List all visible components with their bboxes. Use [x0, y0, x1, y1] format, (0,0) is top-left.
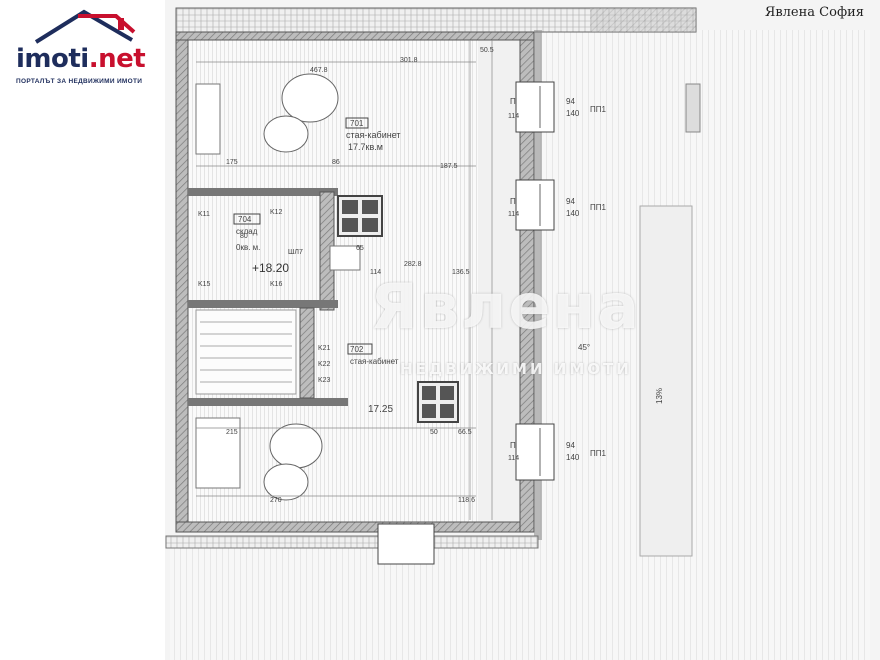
door-label-pp1-b: ПП1: [590, 203, 607, 212]
dim-136-5: 136.5: [452, 269, 470, 276]
dim-118-6: 118.6: [458, 497, 475, 504]
element-k11: K11: [198, 211, 210, 218]
door-label-pp1-a: ПП1: [590, 105, 607, 114]
table-top-2: [263, 115, 309, 153]
sofa-top: [195, 83, 221, 155]
slope-13: 13%: [655, 388, 664, 404]
element-shl7: ШЛ7: [288, 249, 303, 256]
dim-301-8: 301.8: [400, 57, 418, 64]
door-label-140-b: 140: [566, 209, 580, 218]
room-704-area: 0кв. м.: [236, 243, 260, 252]
table-top-1: [281, 73, 339, 123]
room-floor-main: [188, 38, 518, 526]
dim-215: 215: [226, 429, 238, 436]
balcony-door: [377, 523, 435, 565]
door-label-140-c: 140: [566, 453, 580, 462]
window-2: [515, 179, 555, 231]
window-code-2: П: [510, 197, 516, 206]
wall-interior-3: [188, 300, 338, 308]
dim-467-8: 467.8: [310, 67, 328, 74]
corridor-floor: [478, 38, 520, 526]
sofa-bottom: [195, 417, 241, 489]
dim-66-5: 66.5: [458, 429, 472, 436]
element-k15: K15: [198, 281, 211, 288]
door-label-pp1-c: ПП1: [590, 449, 607, 458]
dim-65: 65: [356, 245, 364, 252]
dim-114: 114: [370, 269, 381, 276]
logo-wordmark: imoti.net: [16, 44, 146, 74]
wall-top: [175, 31, 535, 41]
wall-stair: [299, 307, 315, 399]
element-k23: K23: [318, 377, 331, 384]
agency-name: Явлена София: [764, 5, 864, 20]
watermark-title: Явлена: [370, 270, 642, 343]
room-702-name: стая-кабинет: [350, 357, 399, 366]
dim-282-8: 282.8: [404, 261, 422, 268]
dim-270: 270: [270, 497, 282, 504]
window-width-3: 114: [508, 455, 519, 462]
element-k22: K22: [318, 361, 331, 368]
bottom-sill: [165, 535, 539, 549]
window-code-1: П: [510, 97, 516, 106]
dim-187-5: 187.5: [440, 163, 458, 170]
planter: [639, 205, 693, 557]
table-bottom-2: [263, 463, 309, 501]
wall-interior-4: [188, 398, 348, 406]
element-k21: K21: [318, 345, 331, 352]
level-mark: +18.20: [252, 261, 289, 275]
dim-50: 50: [430, 429, 438, 436]
terrace-bottom: [170, 548, 870, 660]
door-label-94-a: 94: [566, 97, 575, 106]
window-code-3: П: [510, 441, 516, 450]
room-704-number: 704: [238, 215, 252, 224]
house-roof-icon: [34, 9, 136, 44]
room-702-area: 17.25: [368, 404, 393, 415]
door-label-140-a: 140: [566, 109, 580, 118]
shaft-2: [417, 381, 459, 423]
dim-80: 80: [240, 233, 248, 240]
dim-86: 86: [332, 159, 340, 166]
table-bottom-1: [269, 423, 323, 469]
window-1: [515, 81, 555, 133]
dim-175: 175: [226, 159, 238, 166]
room-701-number: 701: [350, 119, 364, 128]
wall-interior-1: [188, 188, 338, 196]
window-3: [515, 423, 555, 481]
window-width-2: 114: [508, 211, 519, 218]
shaft-1: [337, 195, 383, 237]
room-701-name: стая-кабинет: [346, 130, 401, 140]
door-label-94-b: 94: [566, 197, 575, 206]
imoti-logo[interactable]: imoti.net ПОРТАЛЪТ ЗА НЕДВИЖИМИ ИМОТИ: [6, 6, 166, 86]
angle-45: 45°: [578, 343, 590, 352]
logo-tagline: ПОРТАЛЪТ ЗА НЕДВИЖИМИ ИМОТИ: [16, 78, 143, 85]
element-k12: K12: [270, 209, 283, 216]
door-label-94-c: 94: [566, 441, 575, 450]
terrace-right: [540, 30, 870, 560]
cabinet: [329, 245, 361, 271]
wall-left: [175, 31, 189, 533]
element-k16: K16: [270, 281, 283, 288]
vent-box: [685, 83, 701, 133]
room-704-name: склад: [236, 227, 258, 236]
wall-bottom: [175, 521, 535, 533]
wall-right-outer: [534, 30, 542, 540]
stair-zone: [195, 309, 297, 395]
watermark-subtitle: НЕДВИЖИМИ ИМОТИ: [400, 360, 632, 378]
room-702-number: 702: [350, 345, 364, 354]
room-701-area: 17.7кв.м: [348, 142, 383, 152]
window-width-1: 114: [508, 113, 519, 120]
dim-50-5: 50.5: [480, 47, 494, 54]
